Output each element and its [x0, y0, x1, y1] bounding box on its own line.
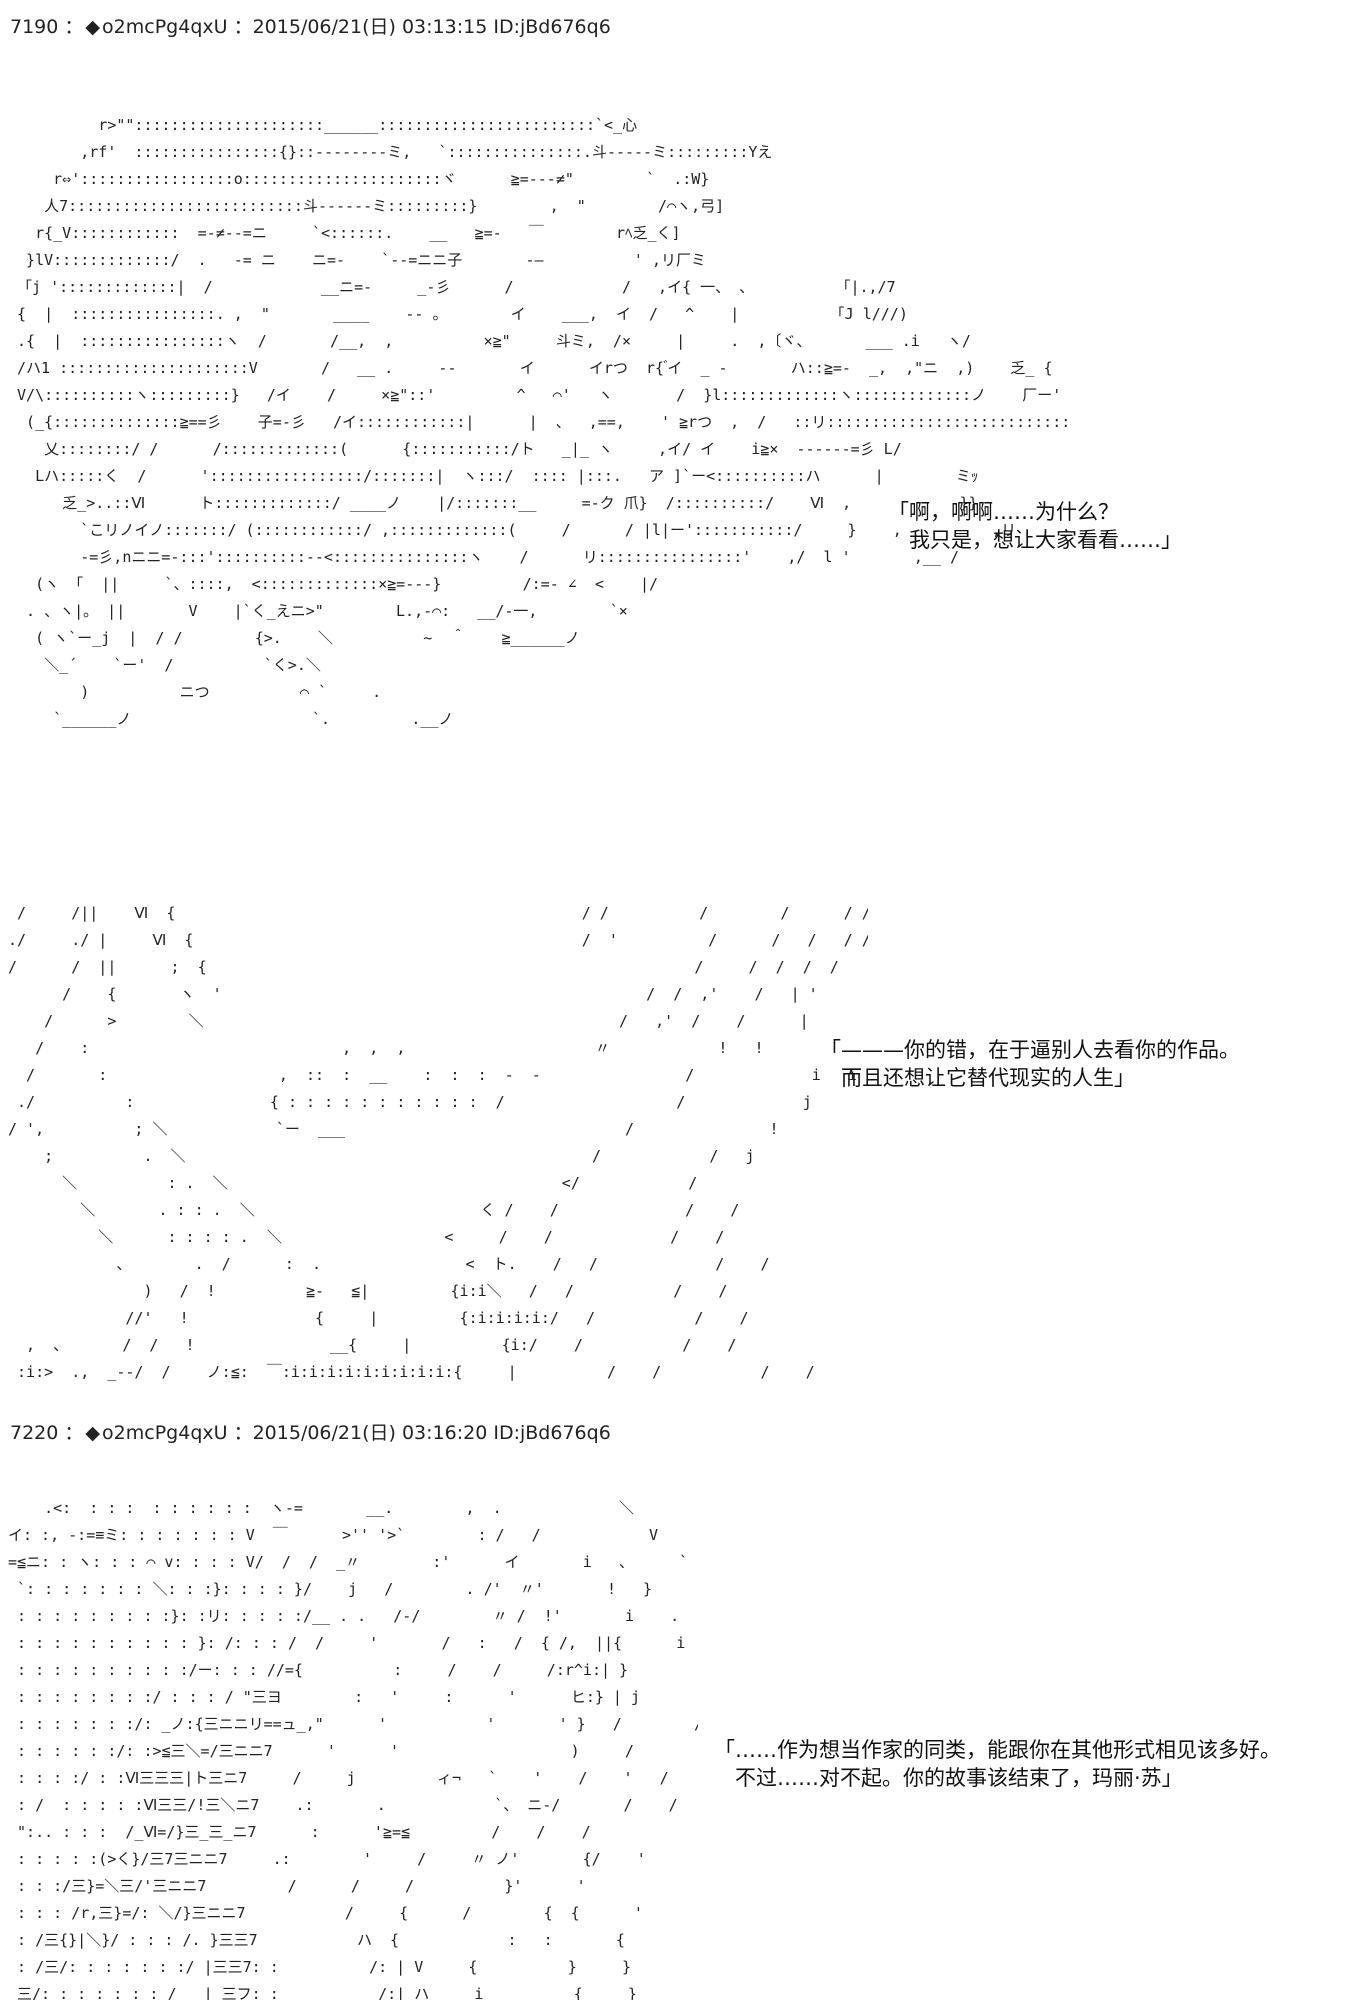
- post-id: ID:jBd676q6: [493, 1422, 611, 1444]
- trip-diamond: ◆: [85, 16, 101, 38]
- ascii-art-block-3: .<: : : : : : : : : : ヽ-= __. , . ＼ イ: :…: [8, 1499, 698, 2000]
- post-date: ：2015/06/21(日) 03:13:15: [233, 16, 488, 38]
- dialogue-2-line-1: 「———你的错，在于逼别人去看你的作品。: [820, 1038, 1240, 1062]
- dialogue-1-line-1: 「啊，啊啊……为什么？: [888, 500, 1119, 524]
- dialogue-2: 「———你的错，在于逼别人去看你的作品。 而且还想让它替代现实的人生」: [820, 1036, 1240, 1092]
- post-separator: ：: [64, 1422, 84, 1444]
- post-date: ：2015/06/21(日) 03:16:20: [233, 1422, 488, 1444]
- dialogue-3-line-1: 「……作为想当作家的同类，能跟你在其他形式相见该多好。: [714, 1738, 1281, 1762]
- post-trip: o2mcPg4qxU: [102, 1422, 228, 1444]
- trip-diamond: ◆: [85, 1422, 101, 1444]
- post-trip: o2mcPg4qxU: [102, 16, 228, 38]
- post-separator: ：: [64, 16, 84, 38]
- dialogue-1-line-2: 我只是，想让大家看看……」: [888, 528, 1182, 552]
- post-id: ID:jBd676q6: [493, 16, 611, 38]
- dialogue-3: 「……作为想当作家的同类，能跟你在其他形式相见该多好。 不过……对不起。你的故事…: [714, 1736, 1281, 1792]
- dialogue-1: 「啊，啊啊……为什么？ 我只是，想让大家看看……」: [888, 498, 1182, 554]
- ascii-art-block-1: r>"":::::::::::::::::::::______:::::::::…: [17, 116, 1068, 728]
- ascii-art-block-2: / /|| Ⅵ { / / / / / / / ./ ./ | Ⅵ { / ' …: [8, 904, 868, 1381]
- post-header-2: 7220 ：◆o2mcPg4qxU ：2015/06/21(日) 03:16:2…: [10, 1418, 611, 1445]
- post-number: 7220: [10, 1422, 59, 1444]
- dialogue-2-line-2: 而且还想让它替代现实的人生」: [820, 1066, 1135, 1090]
- post-header-1: 7190 ：◆o2mcPg4qxU ：2015/06/21(日) 03:13:1…: [10, 12, 611, 39]
- post-number: 7190: [10, 16, 59, 38]
- dialogue-3-line-2: 不过……对不起。你的故事该结束了，玛丽·苏」: [714, 1766, 1183, 1790]
